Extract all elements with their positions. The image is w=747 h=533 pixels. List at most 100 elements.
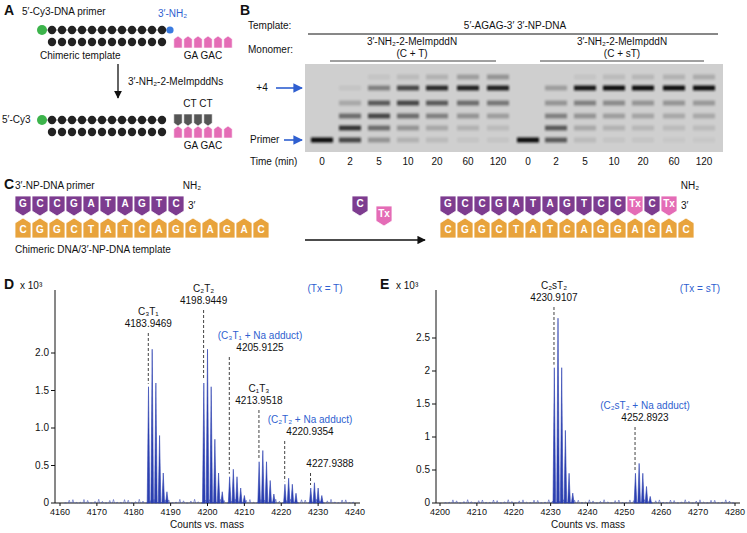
- tick-mark: [440, 503, 441, 506]
- baseline-noise: [496, 501, 498, 503]
- baseline-noise: [463, 501, 465, 503]
- gel-band: [545, 101, 567, 106]
- tick-mark: [587, 503, 588, 506]
- isotope-peak: [273, 494, 276, 503]
- baseline-noise: [692, 502, 694, 503]
- gel-band: [397, 138, 419, 143]
- baseline-noise: [448, 502, 450, 504]
- baseline-noise: [596, 502, 598, 503]
- spectrum-d: [51, 290, 360, 506]
- base-letter: A: [155, 224, 162, 236]
- band-arrow: [284, 139, 302, 141]
- baseline-noise: [500, 502, 502, 503]
- tick-mark: [51, 390, 55, 391]
- isotope-peak: [217, 473, 220, 503]
- tick-label: 1: [424, 431, 430, 443]
- baseline-noise: [588, 500, 590, 503]
- dna-nucleotide: [68, 26, 76, 34]
- nucleotide-block: [32, 218, 48, 238]
- lane-label: 5: [376, 156, 382, 168]
- isotope-peak: [568, 473, 571, 503]
- baseline-noise: [629, 500, 631, 503]
- baseline-noise: [345, 500, 347, 503]
- base-letter: A: [529, 224, 536, 236]
- nucleotide-block: [542, 196, 558, 216]
- baseline-noise: [135, 502, 137, 503]
- isotope-peak: [649, 496, 652, 503]
- baseline-noise: [655, 501, 657, 503]
- baseline-noise: [504, 502, 506, 503]
- nucleotide-block: [440, 196, 456, 216]
- tick-mark: [550, 503, 551, 506]
- gel-band: [487, 101, 509, 106]
- baseline-noise: [522, 500, 524, 503]
- end-label: 3′: [188, 200, 195, 212]
- tick-mark: [735, 503, 736, 506]
- lane-label: 2: [553, 156, 559, 168]
- dna-nucleotide: [48, 38, 56, 46]
- nucleotide-block: [100, 218, 116, 238]
- sequence-label: GA GAC: [184, 50, 222, 62]
- leader-line: [148, 333, 149, 384]
- tick-mark: [51, 465, 55, 466]
- tick-label: 4180: [124, 507, 144, 518]
- dna-nucleotide: [78, 116, 86, 124]
- gel-band: [545, 114, 567, 119]
- nucleotide-block: [627, 218, 643, 238]
- gel-band: [487, 86, 509, 91]
- base-letter: G: [444, 198, 452, 210]
- tick-label: 0: [43, 497, 49, 509]
- gel-band: [339, 114, 361, 119]
- dna-nucleotide: [68, 38, 76, 46]
- nucleotide-block: [253, 218, 269, 238]
- tick-label: 4210: [467, 507, 487, 518]
- tick-mark: [60, 503, 61, 506]
- baseline-noise: [326, 501, 328, 503]
- nucleotide-block: [117, 196, 133, 216]
- gel-band: [339, 101, 361, 106]
- panel-letter: D: [4, 276, 14, 293]
- gel-band: [663, 101, 685, 106]
- gel-band: [693, 114, 715, 119]
- tick-mark: [51, 353, 55, 354]
- baseline-noise: [489, 502, 491, 504]
- nucleotide-block: [644, 196, 660, 216]
- base-letter: A: [631, 224, 638, 236]
- gel-band: [368, 114, 390, 119]
- peak-label: C₂T₂: [193, 283, 214, 295]
- leader-line: [553, 307, 554, 365]
- tick-mark: [432, 404, 436, 405]
- nucleotide-block: [559, 218, 575, 238]
- panel-c-strands: [15, 196, 694, 240]
- lane-label: 20: [431, 156, 442, 168]
- isotope-peak: [210, 387, 213, 503]
- base-letter: C: [53, 198, 60, 210]
- gel-band: [603, 114, 625, 119]
- nucleotide-block: [644, 218, 660, 238]
- gel-band: [457, 86, 479, 91]
- nucleotide-block: [559, 196, 575, 216]
- lane-label: 60: [462, 156, 473, 168]
- isotope-peak: [642, 473, 645, 503]
- nucleotide-block: [32, 196, 48, 216]
- baseline-noise: [610, 502, 612, 503]
- tick-label: 0.5: [35, 460, 49, 472]
- mass-value: 4183.9469: [125, 318, 172, 330]
- isotope-peak: [258, 462, 261, 503]
- dna-nucleotide: [88, 38, 96, 46]
- baseline-noise: [540, 502, 542, 503]
- baseline-noise: [120, 502, 122, 504]
- nucleotide-block: [219, 218, 235, 238]
- dna-nucleotide: [78, 38, 86, 46]
- base-letter: G: [19, 198, 27, 210]
- isotope-peak: [228, 477, 231, 503]
- base-letter: C: [356, 198, 363, 210]
- peak-label: C₁T₃: [249, 383, 270, 395]
- panel-letter: A: [4, 2, 14, 19]
- gel-band: [457, 114, 479, 119]
- tick-label: 1.5: [35, 385, 49, 397]
- nucleotide-symbol: [214, 36, 222, 48]
- isotope-peak: [564, 430, 567, 503]
- baseline-noise: [699, 500, 701, 503]
